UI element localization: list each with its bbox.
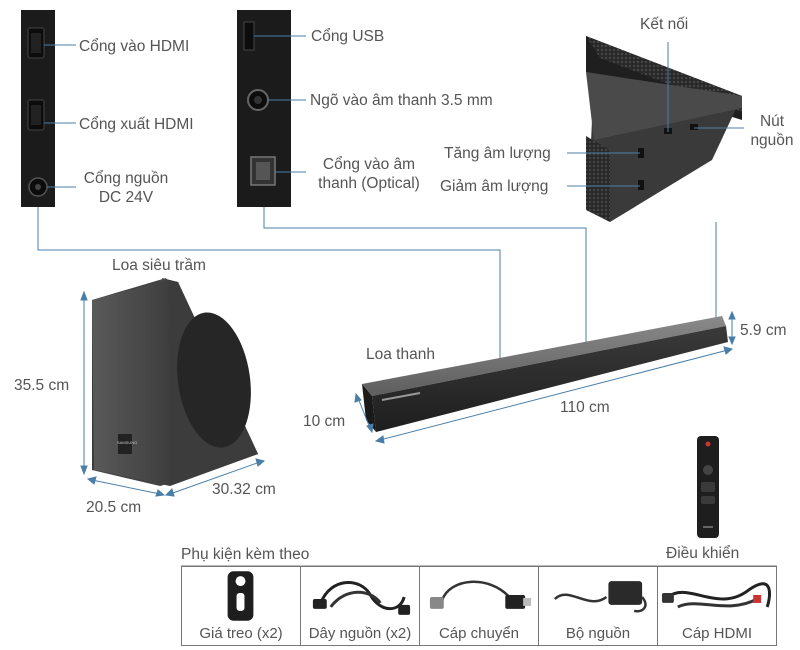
dc-power-label-line2: DC 24V bbox=[98, 189, 154, 206]
power-button-label: Nút nguồn bbox=[744, 112, 800, 150]
soundbar-graphic bbox=[362, 316, 728, 432]
accessory-hdmi-cable-label: Cáp HDMI bbox=[681, 625, 752, 642]
soundbar-length: 110 cm bbox=[560, 399, 610, 416]
optical-label: Cổng vào âm thanh (Optical) bbox=[306, 155, 432, 193]
usb-cable-icon bbox=[429, 580, 532, 609]
port-callout-lines-2 bbox=[254, 35, 306, 173]
subwoofer-height: 35.5 cm bbox=[14, 377, 70, 394]
port-callout-lines-1 bbox=[44, 44, 76, 188]
subwoofer-width: 20.5 cm bbox=[86, 499, 142, 516]
aux-label: Ngõ vào âm thanh 3.5 mm bbox=[310, 92, 493, 109]
power-button-label-line1: Nút bbox=[759, 113, 785, 130]
dc-power-label: Cổng nguồn DC 24V bbox=[74, 169, 178, 207]
accessory-usb-cable-label: Cáp chuyển bbox=[438, 625, 520, 642]
power-cord-icon bbox=[312, 580, 411, 615]
accessory-hdmi-cable: Cáp HDMI bbox=[658, 567, 776, 645]
accessories-table: Giá treo (x2) Dây nguồn (x2) Cáp chuyển … bbox=[181, 566, 777, 646]
subwoofer-dimension-lines bbox=[80, 290, 266, 497]
connector-lines bbox=[37, 207, 717, 358]
soundbar-dimension-lines bbox=[354, 310, 736, 444]
wall-mount-bracket-icon bbox=[227, 571, 254, 621]
usb-label: Cổng USB bbox=[311, 28, 385, 45]
dc-power-label-line1: Cổng nguồn bbox=[83, 170, 169, 187]
hdmi-cable-icon bbox=[661, 582, 771, 609]
control-callout-lines bbox=[567, 42, 744, 187]
volume-down-label: Giảm âm lượng bbox=[440, 178, 549, 195]
audio-port-panel bbox=[237, 10, 291, 207]
optical-label-line2: thanh (Optical) bbox=[318, 175, 420, 192]
accessory-power-cord-label: Dây nguồn (x2) bbox=[308, 625, 412, 642]
power-adapter-icon bbox=[553, 581, 647, 613]
volume-up-label: Tăng âm lượng bbox=[444, 145, 551, 162]
subwoofer-brand-badge: SAMSUNG bbox=[117, 440, 138, 445]
accessory-power-adapter-label: Bộ nguồn bbox=[565, 625, 631, 642]
remote-graphic bbox=[697, 436, 719, 538]
soundbar-depth: 10 cm bbox=[303, 413, 346, 430]
soundbar-height: 5.9 cm bbox=[740, 322, 787, 339]
accessory-power-adapter: Bộ nguồn bbox=[539, 567, 658, 645]
hdmi-out-label: Cổng xuất HDMI bbox=[79, 116, 194, 133]
soundbar-closeup bbox=[586, 36, 742, 222]
subwoofer-title: Loa siêu trầm bbox=[112, 257, 206, 274]
subwoofer-graphic bbox=[92, 278, 258, 486]
accessory-wall-mount: Giá treo (x2) bbox=[182, 567, 301, 645]
accessory-wall-mount-label: Giá treo (x2) bbox=[199, 625, 283, 642]
subwoofer-depth: 30.32 cm bbox=[212, 481, 276, 498]
remote-label: Điều khiển bbox=[666, 545, 740, 562]
connect-button-label: Kết nối bbox=[640, 16, 689, 33]
accessory-usb-cable: Cáp chuyển bbox=[420, 567, 539, 645]
accessory-power-cord: Dây nguồn (x2) bbox=[301, 567, 420, 645]
optical-label-line1: Cổng vào âm bbox=[322, 156, 416, 173]
accessories-title: Phụ kiện kèm theo bbox=[181, 546, 310, 563]
power-button-label-line2: nguồn bbox=[750, 132, 794, 149]
hdmi-port-panel bbox=[21, 10, 55, 207]
hdmi-in-label: Cổng vào HDMI bbox=[79, 38, 190, 55]
soundbar-title: Loa thanh bbox=[366, 346, 435, 363]
